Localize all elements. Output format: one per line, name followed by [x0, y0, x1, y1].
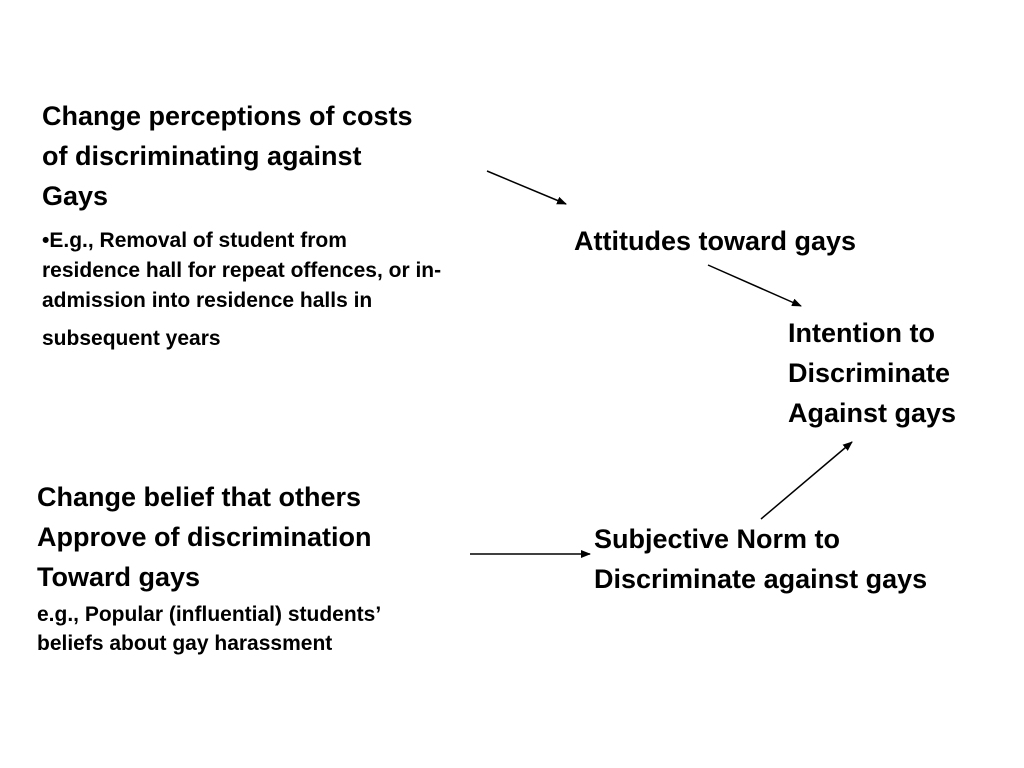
- costs-example-line-2: residence hall for repeat offences, or i…: [42, 259, 442, 282]
- arrow-attitudes-to-intention: [707, 264, 802, 307]
- costs-heading-line-2: of discriminating against: [42, 141, 362, 171]
- costs-heading-line-3: Gays: [42, 181, 109, 211]
- intention-line-3: Against gays: [788, 398, 957, 428]
- norm-heading-line-2: Approve of discrimination: [37, 522, 372, 552]
- arrow-costs-to-attitudes: [486, 170, 567, 205]
- attitudes-label: Attitudes toward gays: [574, 226, 857, 256]
- intention-node: Intention to Discriminate Against gays: [788, 313, 956, 433]
- norm-heading-line-3: Toward gays: [37, 562, 201, 592]
- costs-example-line-4: subsequent years: [42, 327, 221, 350]
- norm-belief-node: Change belief that others Approve of dis…: [37, 477, 372, 597]
- intention-line-1: Intention to: [788, 318, 935, 348]
- norm-example-text: e.g., Popular (influential) students’ be…: [37, 600, 381, 658]
- attitudes-node: Attitudes toward gays: [574, 221, 856, 261]
- norm-example-line-1: e.g., Popular (influential) students’: [37, 603, 382, 626]
- costs-example-line-3: admission into residence halls in: [42, 289, 373, 312]
- subjective-norm-line-2: Discriminate against gays: [594, 564, 928, 594]
- norm-heading-line-1: Change belief that others: [37, 482, 362, 512]
- costs-heading-line-1: Change perceptions of costs: [42, 101, 413, 131]
- arrow-subjective-norm-to-intention: [760, 441, 853, 520]
- intention-line-2: Discriminate: [788, 358, 951, 388]
- costs-example-text: •E.g., Removal of student from residence…: [42, 226, 441, 354]
- costs-example-line-1: •E.g., Removal of student from: [42, 229, 347, 252]
- costs-perception-node: Change perceptions of costs of discrimin…: [42, 96, 413, 216]
- subjective-norm-line-1: Subjective Norm to: [594, 524, 841, 554]
- subjective-norm-node: Subjective Norm to Discriminate against …: [594, 519, 927, 599]
- norm-example-line-2: beliefs about gay harassment: [37, 632, 333, 655]
